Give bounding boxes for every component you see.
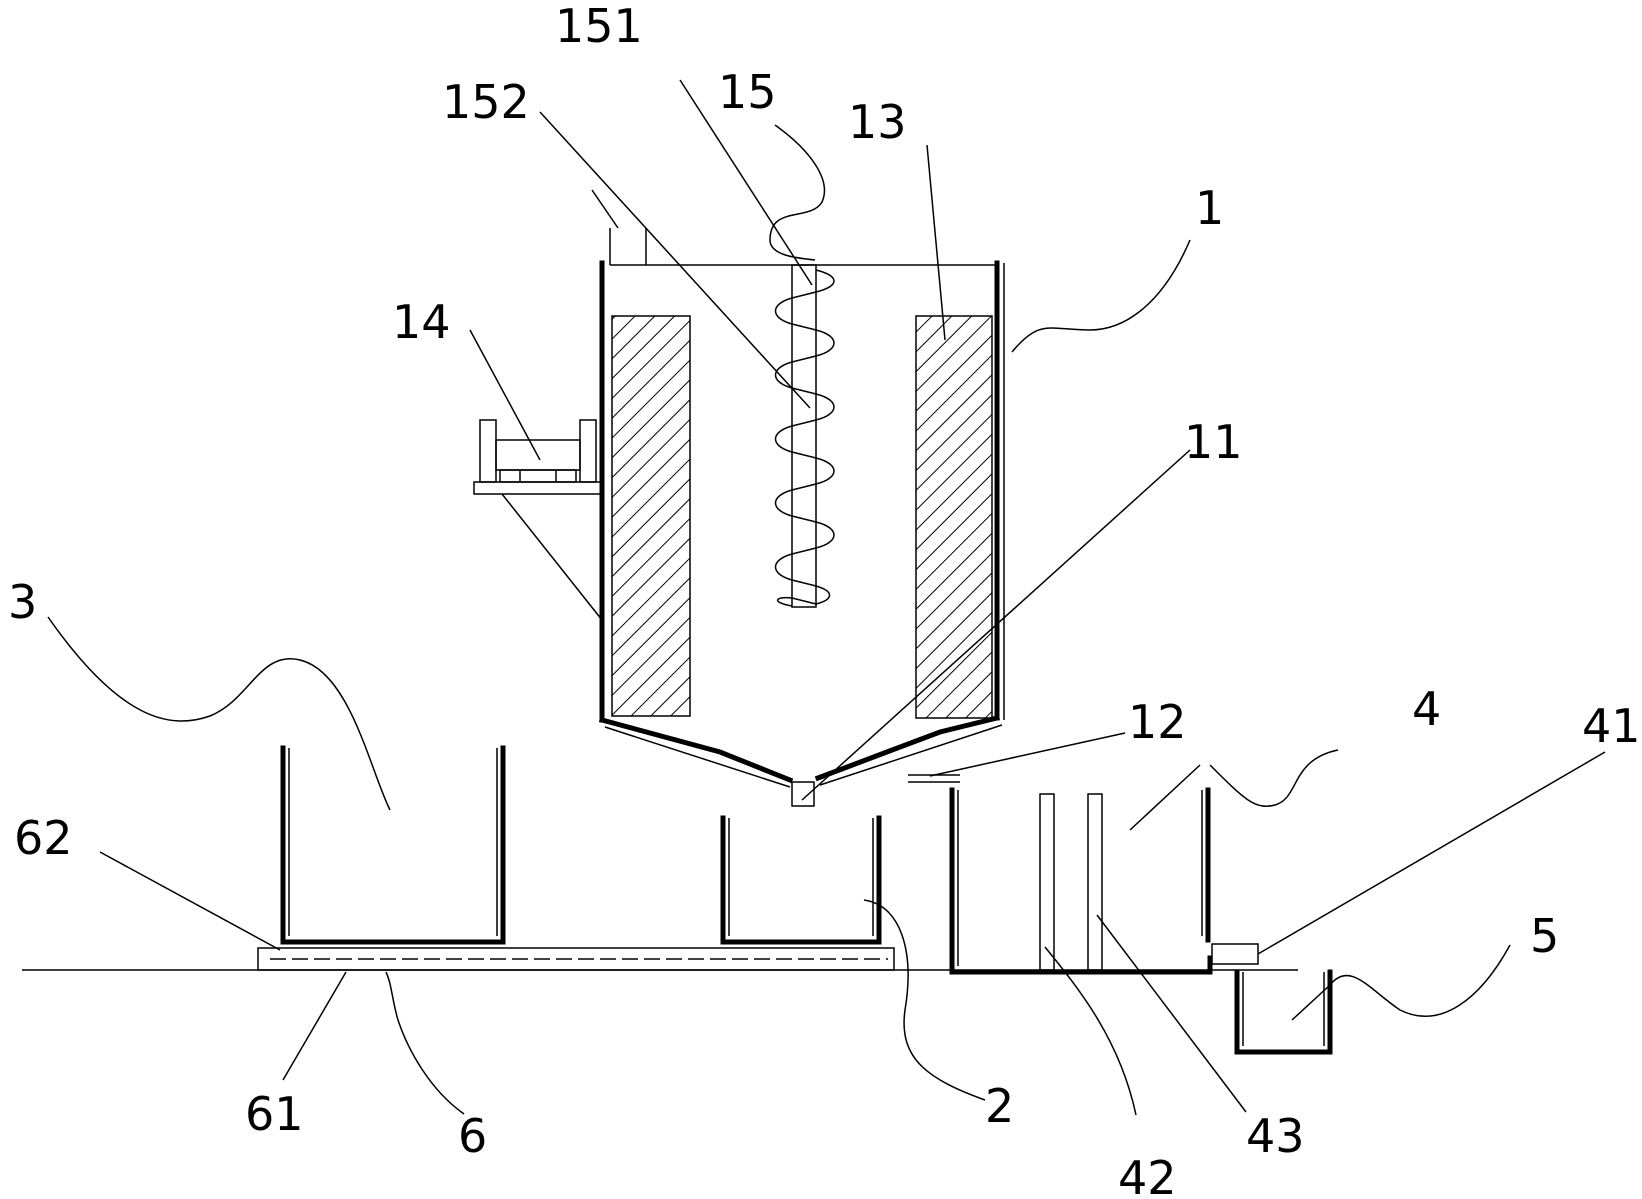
screw-shaft	[791, 264, 817, 608]
container-2	[720, 815, 882, 945]
label-151: 151	[555, 0, 643, 53]
motor-assembly	[473, 419, 603, 621]
screw-conveyor	[774, 264, 835, 608]
label-2: 2	[985, 1079, 1014, 1133]
base-plate	[257, 947, 895, 971]
label-1: 1	[1195, 181, 1224, 235]
label-41: 41	[1582, 699, 1641, 753]
label-6: 6	[458, 1109, 487, 1163]
label-4: 4	[1412, 682, 1441, 736]
container-5	[1234, 969, 1333, 1055]
label-42: 42	[1118, 1151, 1177, 1199]
liner-left	[611, 315, 691, 717]
label-61: 61	[245, 1087, 304, 1141]
label-13: 13	[848, 95, 907, 149]
outlet-nozzle	[791, 781, 815, 807]
label-152: 152	[442, 75, 530, 129]
label-14: 14	[392, 295, 451, 349]
label-12: 12	[1128, 695, 1187, 749]
label-11: 11	[1184, 415, 1243, 469]
reference-labels: 3 62 61 6 152 151 15 13 1 14 11 12 4 41 …	[8, 0, 1641, 1199]
label-43: 43	[1246, 1109, 1305, 1163]
leader-lines	[47, 79, 1606, 1116]
screw-flight	[774, 269, 835, 607]
label-3: 3	[8, 575, 37, 629]
container-3	[280, 745, 506, 945]
label-62: 62	[14, 811, 73, 865]
filter-plate-42	[1039, 793, 1055, 971]
liner-right	[915, 315, 993, 719]
label-5: 5	[1530, 909, 1559, 963]
tank-4	[949, 787, 1259, 975]
main-vessel	[598, 228, 1005, 807]
outlet-valve-41	[1211, 943, 1259, 965]
label-15: 15	[718, 65, 777, 119]
filter-plate-43	[1087, 793, 1103, 971]
